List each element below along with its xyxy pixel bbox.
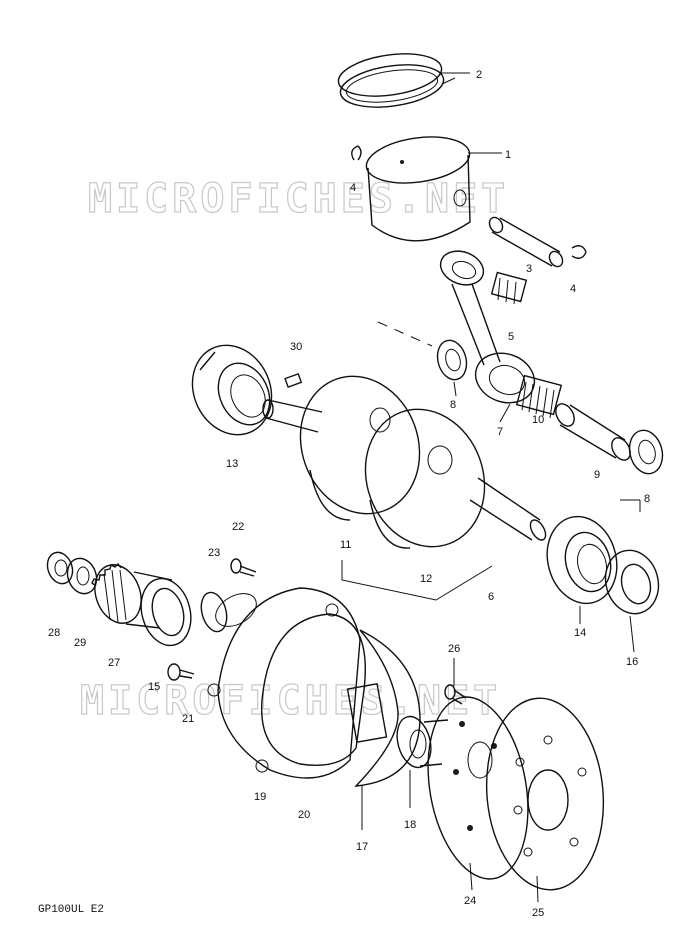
crankshaft-left-half — [262, 375, 421, 521]
label-part-10: 10 — [532, 414, 544, 426]
part-labels: 2 1 4 3 4 5 30 8 7 10 9 8 13 22 11 23 12… — [48, 69, 650, 919]
label-part-20: 20 — [298, 809, 310, 821]
label-part-28: 28 — [48, 627, 60, 639]
crankcase-cover — [207, 587, 361, 779]
flywheel — [427, 696, 529, 880]
label-part-18: 18 — [404, 819, 416, 831]
rotor-plate — [346, 629, 421, 787]
watermark-bottom: MICROFICHES.NET — [80, 678, 501, 724]
label-part-13: 13 — [226, 458, 238, 470]
oil-seal-left — [140, 577, 192, 647]
label-part-17: 17 — [356, 841, 368, 853]
label-part-30: 30 — [290, 341, 302, 353]
label-part-2: 2 — [476, 69, 482, 81]
label-part-1: 1 — [505, 149, 511, 161]
label-part-3: 3 — [526, 263, 532, 275]
label-part-8b: 8 — [644, 493, 650, 505]
label-part-19: 19 — [254, 791, 266, 803]
primary-drive-gear — [91, 562, 173, 629]
big-end-bearing — [515, 374, 563, 419]
screw-15 — [167, 663, 195, 681]
flywheel-disc — [485, 697, 605, 891]
washer-28 — [46, 551, 74, 585]
gasket — [260, 613, 366, 766]
label-part-21: 21 — [182, 713, 194, 725]
washer-29 — [66, 557, 98, 595]
crankshaft-right-half — [364, 408, 547, 549]
label-part-14: 14 — [574, 627, 586, 639]
label-part-5: 5 — [508, 331, 514, 343]
piston-rings — [337, 53, 445, 108]
label-part-25: 25 — [532, 907, 544, 919]
crank-pin — [555, 403, 631, 461]
label-part-27: 27 — [108, 657, 120, 669]
label-part-7: 7 — [497, 426, 503, 438]
connecting-rod — [439, 250, 536, 404]
label-part-11: 11 — [340, 539, 351, 551]
label-part-15: 15 — [148, 681, 160, 693]
label-part-4a: 4 — [350, 182, 356, 194]
label-part-16: 16 — [626, 656, 638, 668]
label-part-4b: 4 — [570, 283, 576, 295]
small-end-bearing — [490, 271, 528, 305]
crank-bearing-left — [191, 344, 273, 436]
label-part-6: 6 — [488, 591, 494, 603]
label-part-23: 23 — [208, 547, 220, 559]
leader-lines — [361, 381, 635, 903]
oil-seal — [604, 549, 660, 615]
watermark-top: MICROFICHES.NET — [88, 176, 509, 222]
o-ring-22 — [200, 591, 228, 633]
thrust-washer-right — [628, 429, 664, 475]
woodruff-key — [284, 372, 303, 388]
label-part-12: 12 — [420, 573, 432, 585]
label-part-22: 22 — [232, 521, 244, 533]
thrust-washer-left — [436, 339, 468, 381]
piston-pin — [488, 216, 564, 268]
model-code: GP100UL E2 — [38, 904, 105, 916]
crank-bearing-right — [546, 515, 618, 605]
label-part-29: 29 — [74, 637, 86, 649]
label-part-9: 9 — [594, 469, 600, 481]
label-part-24: 24 — [464, 895, 476, 907]
label-part-8a: 8 — [450, 399, 456, 411]
screw-23 — [230, 558, 257, 577]
label-part-26: 26 — [448, 643, 460, 655]
